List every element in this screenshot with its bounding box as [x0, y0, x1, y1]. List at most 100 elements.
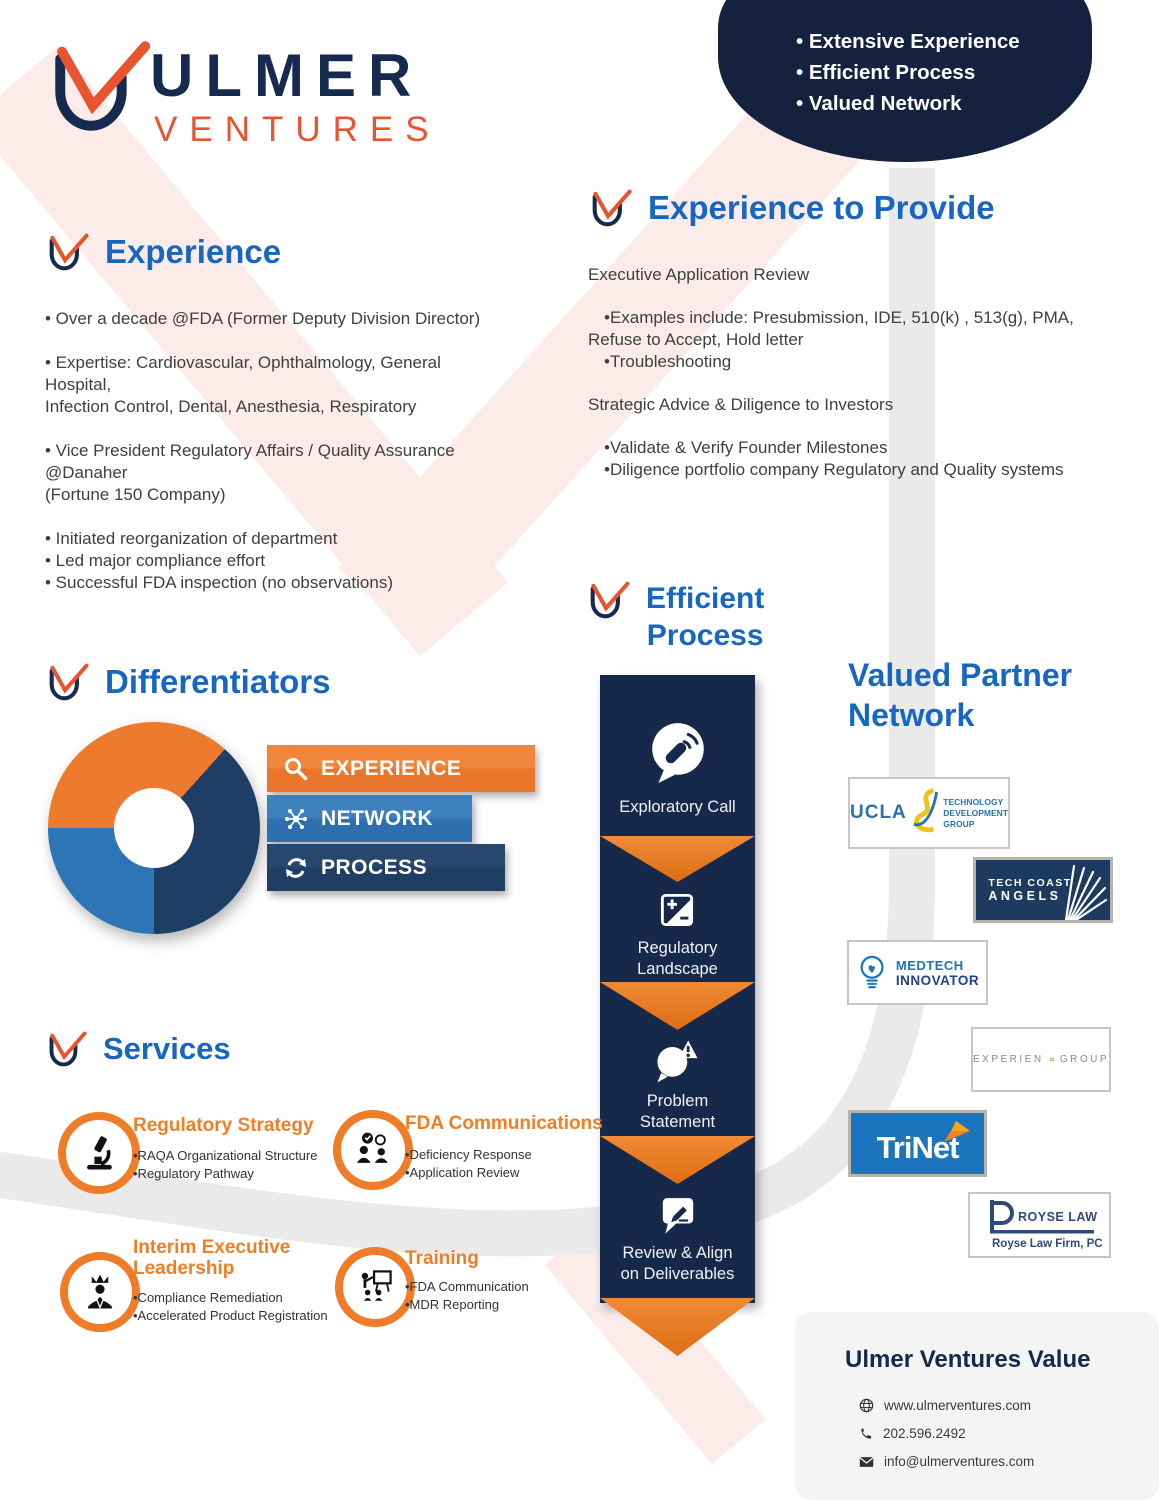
service-title: Interim Executive Leadership — [133, 1237, 291, 1279]
website-row[interactable]: www.ulmerventures.com — [859, 1398, 1159, 1413]
brand-logo — [44, 36, 156, 141]
website-value: www.ulmerventures.com — [884, 1398, 1032, 1413]
section-mark-icon — [49, 1031, 87, 1067]
down-arrow — [600, 982, 755, 1030]
partner-logo-experien-group: EXPERIEN GROUP — [971, 1027, 1111, 1092]
section-header-differentiators: Differentiators — [45, 662, 331, 702]
experience-to-provide-text: Executive Application Review •Examples i… — [588, 264, 1133, 481]
lightbulb-heart-icon — [860, 955, 884, 988]
partner-logo-ucla-tdg: UCLA TECHNOLOGY DEVELOPMENT GROUP — [848, 777, 1010, 849]
provide-line: •Examples include: Presubmission, IDE, 5… — [604, 308, 1074, 327]
service-title: Training — [405, 1248, 479, 1269]
ucla-wordmark: UCLA — [850, 802, 907, 823]
brand-mark-icon — [55, 41, 151, 131]
partner-text-line: TECH COAST — [988, 877, 1072, 889]
phone-value: 202.596.2492 — [883, 1426, 966, 1441]
experience-line: • Over a decade @FDA (Former Deputy Divi… — [45, 309, 481, 328]
service-bullets: •Deficiency Response •Application Review — [405, 1147, 532, 1180]
brand-name-primary: ULMER — [150, 42, 424, 109]
angel-wing-icon — [1064, 864, 1108, 920]
partner-logo-royse-law: ROYSE LAW Royse Law Firm, PC — [968, 1192, 1111, 1258]
partner-text-line: GROUP — [1059, 1054, 1109, 1065]
legend-bar-network: NETWORK — [267, 795, 472, 842]
process-step-label: Problem Statement — [639, 1092, 716, 1131]
provide-heading: Executive Application Review — [588, 265, 810, 284]
differentiators-donut-chart — [48, 722, 260, 934]
value-card-title: Ulmer Ventures Value — [845, 1346, 1091, 1373]
provide-line: Refuse to Accept, Hold letter — [588, 330, 804, 349]
regulatory-balance-icon — [660, 893, 694, 927]
service-bullets: •RAQA Organizational Structure •Regulato… — [133, 1148, 318, 1181]
service-icon-regulatory-strategy — [58, 1112, 140, 1194]
provide-line: •Troubleshooting — [604, 352, 732, 371]
section-title: Services — [103, 1031, 231, 1066]
legend-bar-experience: EXPERIENCE — [267, 745, 535, 792]
provide-heading: Strategic Advice & Diligence to Investor… — [588, 395, 894, 414]
network-icon — [285, 808, 307, 829]
section-title: Differentiators — [105, 663, 331, 700]
section-title: Experience to Provide — [648, 189, 995, 226]
process-step-label: Exploratory Call — [619, 798, 736, 816]
partner-text-line: EXPERIEN — [973, 1054, 1044, 1065]
service-icon-interim-executive-leadership — [60, 1252, 140, 1332]
phone-call-bubble-icon — [652, 723, 704, 783]
value-card: Ulmer Ventures Value www.ulmerventures.c… — [795, 1312, 1159, 1500]
section-header-services: Services — [45, 1030, 231, 1068]
partner-text-line: TECHNOLOGY — [943, 796, 1004, 807]
problem-alert-bubble-icon — [657, 1040, 698, 1083]
partner-logo-medtech-innovator: MEDTECH INNOVATOR — [847, 940, 988, 1005]
presenter-board-icon — [361, 1270, 392, 1301]
partner-text-line: INNOVATOR — [895, 972, 980, 988]
badge-item: • Valued Network — [796, 92, 962, 115]
down-arrow — [600, 836, 755, 882]
badge-item: • Efficient Process — [796, 61, 976, 84]
section-mark-icon — [592, 189, 632, 227]
ucla-ribbon-icon — [913, 787, 938, 833]
section-title-line: Network — [848, 697, 975, 733]
pinwheel-icon — [1049, 1057, 1054, 1062]
partner-logo-tech-coast-angels: TECH COAST ANGELS — [973, 857, 1113, 923]
globe-icon — [859, 1398, 874, 1413]
partner-text-line: Royse Law Firm, PC — [992, 1238, 1103, 1250]
experience-line: • Successful FDA inspection (no observat… — [45, 573, 394, 592]
royse-monogram-icon — [990, 1200, 1094, 1234]
badge-item: • Extensive Experience — [796, 30, 1020, 53]
email-row[interactable]: info@ulmerventures.com — [859, 1454, 1159, 1469]
provide-line: •Validate & Verify Founder Milestones — [604, 438, 888, 457]
trinet-wordmark: TriNet — [876, 1129, 960, 1165]
section-mark-icon — [590, 581, 630, 619]
experience-line: • Vice President Regulatory Affairs / Qu… — [45, 441, 455, 460]
legend-bar-label: NETWORK — [321, 806, 433, 830]
experience-line: Infection Control, Dental, Anesthesia, R… — [45, 397, 417, 416]
section-header-valued-partner-network: Valued Partner Network — [848, 655, 1072, 735]
section-title: Experience — [105, 233, 282, 270]
experience-line: • Initiated reorganization of department — [45, 529, 338, 548]
service-bullets: •FDA Communication •MDR Reporting — [405, 1279, 529, 1312]
phone-icon — [861, 1427, 872, 1439]
service-title: Regulatory Strategy — [133, 1115, 314, 1136]
section-header-experience-to-provide: Experience to Provide — [588, 188, 995, 228]
process-step-label: Review & Align on Deliverables — [620, 1244, 735, 1283]
legend-bar-label: PROCESS — [321, 855, 428, 879]
trinet-bird-icon — [944, 1121, 970, 1142]
section-header-efficient-process: Efficient Process — [586, 580, 764, 654]
section-mark-icon — [49, 233, 89, 271]
process-cycle-icon — [286, 857, 306, 878]
experience-line: @Danaher — [45, 463, 128, 482]
mail-icon — [859, 1456, 874, 1467]
partner-text-line: MEDTECH — [895, 957, 964, 973]
experience-text: • Over a decade @FDA (Former Deputy Divi… — [45, 308, 545, 616]
partner-text-line: GROUP — [943, 818, 975, 829]
experience-line: (Fortune 150 Company) — [45, 485, 226, 504]
section-title-line: Efficient — [646, 582, 765, 615]
down-arrow — [600, 1136, 755, 1184]
phone-row[interactable]: 202.596.2492 — [859, 1426, 1159, 1441]
partner-logo-trinet: TriNet — [848, 1110, 987, 1177]
service-icon-fda-communications — [333, 1110, 413, 1190]
top-badge: • Extensive Experience • Efficient Proce… — [718, 0, 1092, 162]
provide-line: •Diligence portfolio company Regulatory … — [604, 460, 1064, 479]
process-flow-column: Exploratory Call Regulatory Landscape Pr… — [600, 675, 755, 1303]
service-bullets: •Compliance Remediation •Accelerated Pro… — [133, 1290, 328, 1323]
legend-bar-process: PROCESS — [267, 844, 505, 891]
